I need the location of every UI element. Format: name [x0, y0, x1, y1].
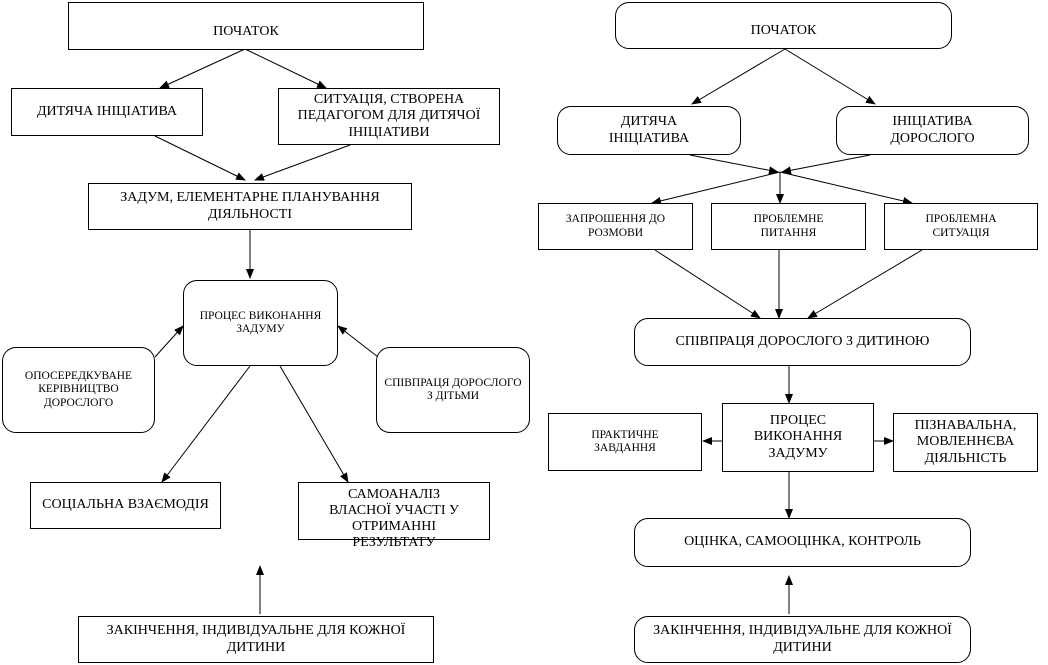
- left-start-label: ПОЧАТОК: [213, 23, 279, 39]
- arrow-child-to-plan: [154, 135, 246, 181]
- right-cooperation-box: СПІВПРАЦЯ ДОРОСЛОГО З ДИТИНОЮ: [634, 318, 971, 366]
- right-evaluation-label: ОЦІНКА, САМООЦІНКА, КОНТРОЛЬ: [684, 534, 921, 550]
- right-practical-box: ПРАКТИЧНЕ ЗАВДАННЯ: [548, 413, 702, 471]
- left-situation-label: СИТУАЦІЯ, СТВОРЕНА ПЕДАГОГОМ ДЛЯ ДИТЯЧОЇ…: [297, 92, 481, 140]
- left-selfanalysis-label: САМОАНАЛІЗ ВЛАСНОЇ УЧАСТІ У ОТРИМАННІ РЕ…: [329, 487, 459, 551]
- arrow-adult-to-hub: [781, 154, 871, 175]
- right-invitation-box: ЗАПРОШЕННЯ ДО РОЗМОВИ: [538, 203, 693, 250]
- right-problem-situation-box: ПРОБЛЕМНА СИТУАЦІЯ: [884, 203, 1038, 250]
- right-end-label: ЗАКІНЧЕННЯ, ІНДИВІДУАЛЬНЕ ДЛЯ КОЖНОЇ ДИТ…: [653, 623, 952, 655]
- right-practical-label: ПРАКТИЧНЕ ЗАВДАННЯ: [591, 428, 659, 454]
- arrow-cooperation-to-process: [337, 325, 379, 358]
- left-plan-box: ЗАДУМ, ЕЛЕМЕНТАРНЕ ПЛАНУВАННЯ ДІЯЛЬНОСТІ: [88, 183, 412, 230]
- arrow-situation-to-coop: [807, 249, 923, 319]
- arrow-hub-to-invitation: [651, 171, 781, 205]
- left-end-box: ЗАКІНЧЕННЯ, ІНДИВІДУАЛЬНЕ ДЛЯ КОЖНОЇ ДИТ…: [78, 616, 434, 663]
- right-problem-situation-label: ПРОБЛЕМНА СИТУАЦІЯ: [925, 213, 997, 239]
- arrow-process-to-social: [161, 365, 251, 483]
- left-selfanalysis-box: САМОАНАЛІЗ ВЛАСНОЇ УЧАСТІ У ОТРИМАННІ РЕ…: [298, 482, 490, 550]
- arrow-start-to-child: [159, 48, 246, 89]
- arrow-rstart-to-child: [691, 48, 786, 105]
- arrow-mediated-to-process: [154, 325, 184, 358]
- arrow-rstart-to-adult: [784, 48, 876, 105]
- right-cooperation-label: СПІВПРАЦЯ ДОРОСЛОГО З ДИТИНОЮ: [675, 333, 930, 349]
- arrow-invitation-to-coop: [654, 249, 761, 319]
- right-start-box: ПОЧАТОК: [615, 2, 952, 49]
- right-end-box: ЗАКІНЧЕННЯ, ІНДИВІДУАЛЬНЕ ДЛЯ КОЖНОЇ ДИТ…: [634, 616, 971, 663]
- right-adult-initiative-label: ІНІЦІАТИВА ДОРОСЛОГО: [890, 114, 975, 146]
- left-cooperation-box: СПІВПРАЦЯ ДОРОСЛОГО З ДІТЬМИ: [376, 347, 530, 433]
- arrow-start-to-situation: [244, 48, 327, 89]
- arrow-situation-to-plan: [254, 144, 351, 181]
- left-start-box: ПОЧАТОК: [68, 2, 424, 50]
- left-plan-label: ЗАДУМ, ЕЛЕМЕНТАРНЕ ПЛАНУВАННЯ ДІЯЛЬНОСТІ: [120, 190, 380, 222]
- arrow-child-to-hub: [689, 154, 779, 175]
- right-child-initiative-box: ДИТЯЧА ІНІЦІАТИВА: [557, 106, 741, 155]
- arrow-hub-to-situation: [779, 171, 913, 205]
- right-adult-initiative-box: ІНІЦІАТИВА ДОРОСЛОГО: [836, 106, 1029, 155]
- left-process-box: ПРОЦЕС ВИКОНАННЯ ЗАДУМУ: [183, 280, 338, 366]
- left-child-initiative-box: ДИТЯЧА ІНІЦІАТИВА: [11, 88, 203, 136]
- right-cognitive-label: ПІЗНАВАЛЬНА, МОВЛЕННЄВА ДІЯЛЬНІСТЬ: [914, 418, 1017, 466]
- right-evaluation-box: ОЦІНКА, САМООЦІНКА, КОНТРОЛЬ: [634, 518, 971, 567]
- left-social-label: СОЦІАЛЬНА ВЗАЄМОДІЯ: [42, 497, 209, 513]
- right-problem-question-label: ПРОБЛЕМНЕ ПИТАННЯ: [753, 213, 824, 239]
- left-mediated-box: ОПОСЕРЕДКУВАНЕ КЕРІВНИЦТВО ДОРОСЛОГО: [2, 347, 155, 433]
- left-process-label: ПРОЦЕС ВИКОНАННЯ ЗАДУМУ: [199, 309, 322, 335]
- left-end-label: ЗАКІНЧЕННЯ, ІНДИВІДУАЛЬНЕ ДЛЯ КОЖНОЇ ДИТ…: [106, 623, 406, 655]
- left-child-initiative-label: ДИТЯЧА ІНІЦІАТИВА: [36, 103, 178, 119]
- right-process-label: ПРОЦЕС ВИКОНАННЯ ЗАДУМУ: [753, 413, 843, 461]
- right-process-box: ПРОЦЕС ВИКОНАННЯ ЗАДУМУ: [722, 403, 874, 472]
- left-social-box: СОЦІАЛЬНА ВЗАЄМОДІЯ: [30, 482, 221, 529]
- right-invitation-label: ЗАПРОШЕННЯ ДО РОЗМОВИ: [565, 213, 666, 239]
- left-cooperation-label: СПІВПРАЦЯ ДОРОСЛОГО З ДІТЬМИ: [384, 376, 522, 402]
- right-child-initiative-label: ДИТЯЧА ІНІЦІАТИВА: [608, 114, 690, 146]
- right-start-label: ПОЧАТОК: [750, 23, 817, 39]
- arrow-process-to-selfanalysis: [279, 365, 349, 483]
- right-problem-question-box: ПРОБЛЕМНЕ ПИТАННЯ: [711, 203, 866, 250]
- left-mediated-label: ОПОСЕРЕДКУВАНЕ КЕРІВНИЦТВО ДОРОСЛОГО: [24, 370, 133, 409]
- right-cognitive-box: ПІЗНАВАЛЬНА, МОВЛЕННЄВА ДІЯЛЬНІСТЬ: [893, 413, 1038, 472]
- left-situation-box: СИТУАЦІЯ, СТВОРЕНА ПЕДАГОГОМ ДЛЯ ДИТЯЧОЇ…: [278, 88, 500, 145]
